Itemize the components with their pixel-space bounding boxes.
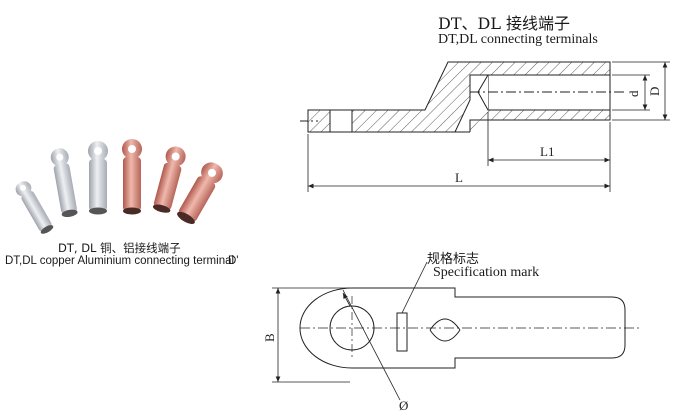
spec-mark-label-english: Specification mark [433,265,540,280]
side-section-view [300,61,625,133]
dimension-label-L1: L1 [540,144,554,159]
diagram-title-chinese: DT、DL 接线端子 [438,14,571,33]
top-view [299,287,640,369]
terminal-lug-copper-1 [122,139,142,215]
top-view-dimensions [272,287,401,401]
photo-caption-chinese: DT, DL 铜、铝接线端子 [58,241,181,255]
terminal-lug-aluminium-2 [50,148,78,218]
lower-wall-section [469,109,611,132]
product-photo [15,139,223,234]
terminal-lug-aluminium-3 [88,141,108,215]
dimension-label-d: d [626,90,641,97]
terminal-lug-copper-2 [152,146,186,213]
photo-caption-cutoff: D' [228,255,239,267]
dimension-label-phi: Ø [399,398,408,413]
spec-mark-label-chinese: 规格标志 [427,252,480,267]
diagram-title-english: DT,DL connecting terminals [438,32,598,47]
dimension-label-D: D [647,87,662,96]
dimension-label-B: B [262,333,277,342]
side-view-dimensions [307,61,670,192]
terminal-lug-aluminium-1 [15,181,54,234]
photo-caption-english: DT,DL copper Aluminium connecting termin… [5,255,235,267]
terminal-lug-copper-3 [177,162,223,224]
spec-mark-leader [401,261,428,314]
dimension-label-L: L [455,170,463,185]
